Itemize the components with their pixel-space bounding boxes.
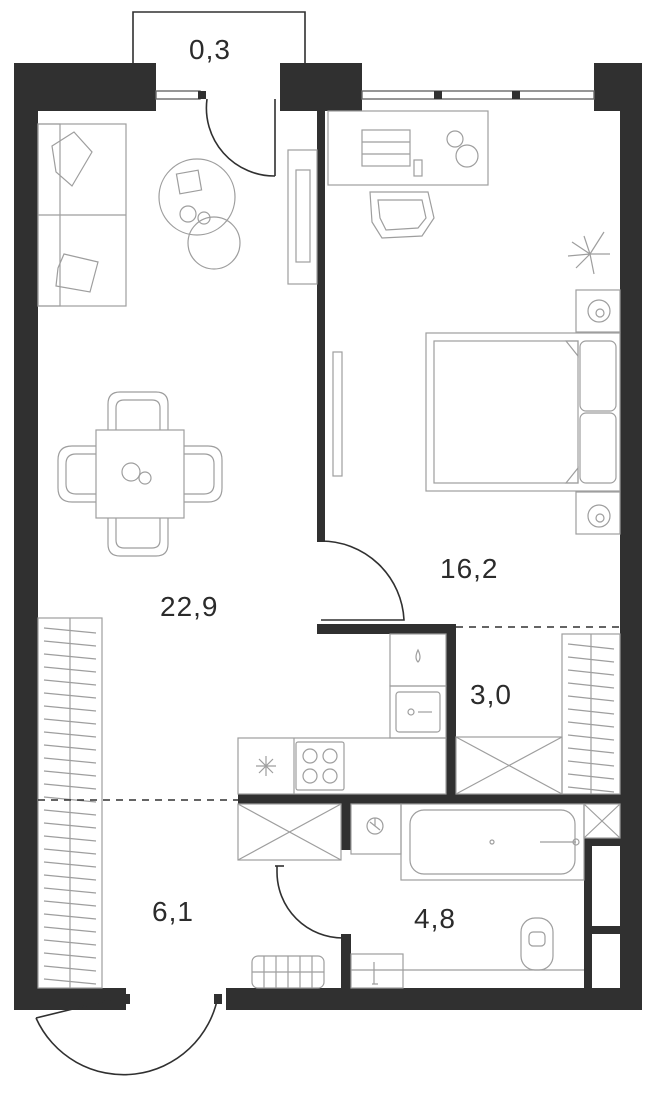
- shoe-rack: [251, 955, 325, 989]
- wall-left: [14, 63, 38, 1010]
- washbasin-icon: [350, 953, 404, 989]
- desk: [327, 110, 489, 239]
- window-living-mullion: [198, 91, 206, 99]
- mirror: [332, 351, 343, 477]
- wall-bath-left-lower: [341, 934, 351, 994]
- window-bedroom-mullion-2: [512, 91, 520, 99]
- chair-icon: [184, 445, 223, 503]
- cushion-icon: [51, 131, 93, 187]
- chair-icon: [57, 445, 96, 503]
- chair-icon: [107, 518, 169, 557]
- wardrobe-units: [455, 633, 621, 795]
- wall-bottom-right: [226, 988, 642, 1010]
- built-in-storage: [37, 617, 103, 989]
- bedroom-door-jamb: [317, 534, 325, 542]
- balcony-door: [205, 98, 276, 177]
- wall-shaft-top: [584, 838, 624, 846]
- wall-bedroom-bottom: [317, 624, 456, 634]
- windows: [155, 90, 595, 100]
- balcony: [132, 11, 306, 177]
- sofa: [37, 123, 127, 307]
- toilet-icon: [520, 917, 554, 971]
- room-area-hall: 6,1: [152, 896, 194, 927]
- sink-icon: [395, 691, 441, 733]
- walls: [14, 63, 642, 1010]
- entrance-door-jamb-left: [122, 994, 130, 1004]
- window-bedroom-mullion-3: [280, 91, 288, 99]
- wall-bedroom-partition: [317, 111, 325, 539]
- room-area-bathroom: 4,8: [414, 903, 456, 934]
- office-chair-icon: [369, 191, 435, 239]
- wall-right: [620, 63, 642, 1010]
- coffee-table: [158, 158, 241, 270]
- wall-shaft-left: [584, 838, 592, 994]
- window-bedroom: [361, 90, 595, 100]
- wall-top-middle: [280, 63, 362, 111]
- storage-hatching: [43, 618, 97, 988]
- chair-icon: [107, 391, 169, 430]
- room-labels: 0,3 22,9 16,2 3,0 6,1 4,8: [152, 34, 512, 934]
- wall-shaft-mid: [584, 926, 624, 934]
- extractor-icon: [256, 756, 276, 776]
- dining-set: [57, 391, 223, 557]
- entrance-door-jamb-right: [214, 994, 222, 1004]
- room-area-wardrobe: 3,0: [470, 679, 512, 710]
- bathroom-door: [276, 866, 344, 939]
- kitchen: [237, 633, 447, 795]
- room-area-balcony: 0,3: [189, 34, 231, 65]
- window-bedroom-mullion-1: [434, 91, 442, 99]
- stove-icon: [295, 741, 345, 791]
- wall-bottom-left: [14, 988, 126, 1010]
- room-area-living: 22,9: [160, 591, 219, 622]
- wardrobe-hatching: [567, 634, 615, 794]
- window-living: [155, 90, 201, 100]
- bedroom-door: [320, 539, 405, 621]
- wall-top-left-step: [14, 63, 156, 93]
- bathroom-fixtures: [350, 803, 621, 989]
- nightstands: [575, 289, 621, 535]
- balcony-outline: [132, 11, 306, 63]
- wall-bath-top: [238, 794, 642, 804]
- water-drop-icon: [415, 648, 421, 663]
- entrance-door: [35, 995, 219, 1076]
- bathtub: [400, 803, 585, 881]
- bed: [425, 332, 621, 492]
- room-area-bedroom: 16,2: [440, 553, 499, 584]
- wall-bath-left-upper: [341, 804, 351, 850]
- cushion-icon: [55, 253, 99, 293]
- hall-wardrobe: [237, 803, 342, 861]
- media-unit: [287, 149, 318, 285]
- wall-wardrobe-left: [446, 624, 456, 796]
- plant-icon: [567, 231, 610, 275]
